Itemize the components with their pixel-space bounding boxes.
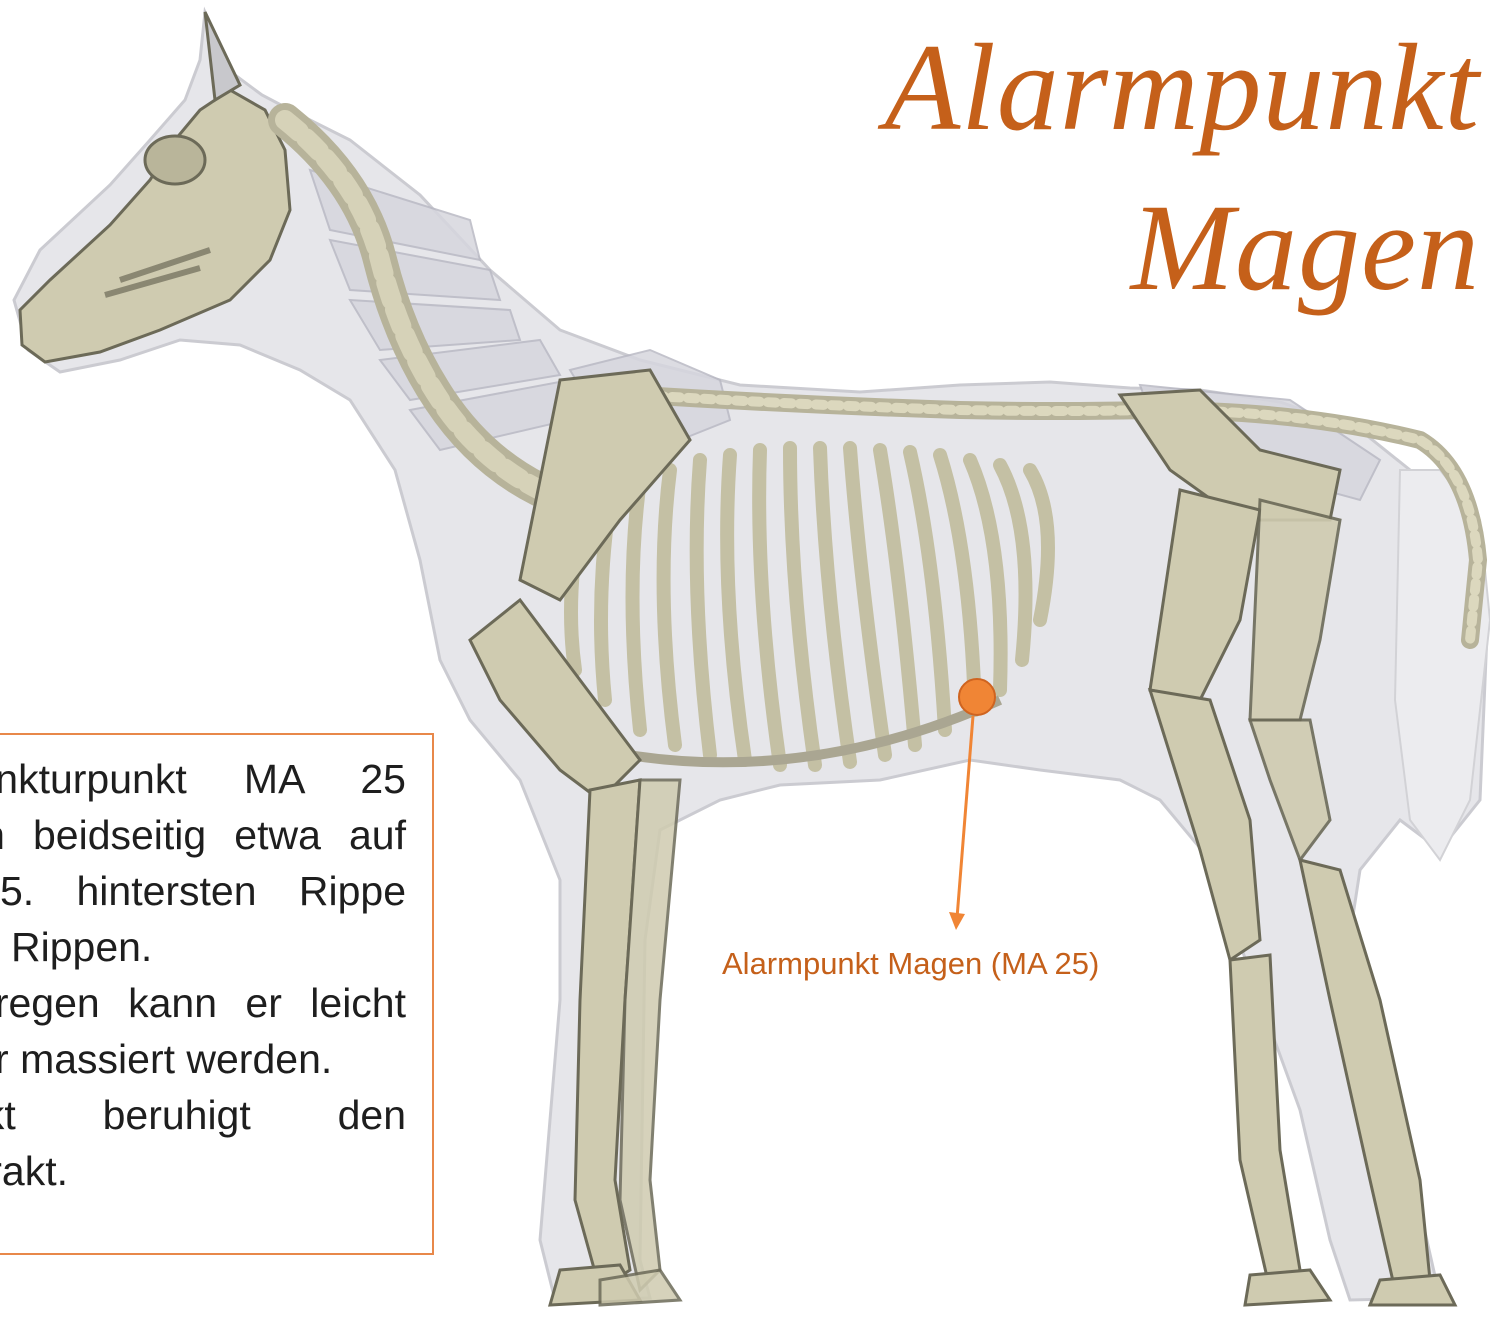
info-box: Der Akupunkturpunkt MA 25 befindet sich … (0, 733, 434, 1255)
acupuncture-point-label: Alarmpunkt Magen (MA 25) (722, 944, 1099, 984)
pointer-arrowhead (949, 912, 965, 930)
acupuncture-point-marker[interactable] (959, 679, 995, 715)
info-paragraph-usage: Bei Bedarf regen kann er leicht gedrückt… (0, 975, 406, 1087)
info-paragraph-location: Der Akupunkturpunkt MA 25 befindet sich … (0, 751, 406, 975)
info-paragraph-effect: Der Punkt beruhigt den Verdauungstrakt. (0, 1087, 406, 1199)
info-text: Der Akupunkturpunkt MA 25 befindet sich … (0, 751, 406, 1199)
